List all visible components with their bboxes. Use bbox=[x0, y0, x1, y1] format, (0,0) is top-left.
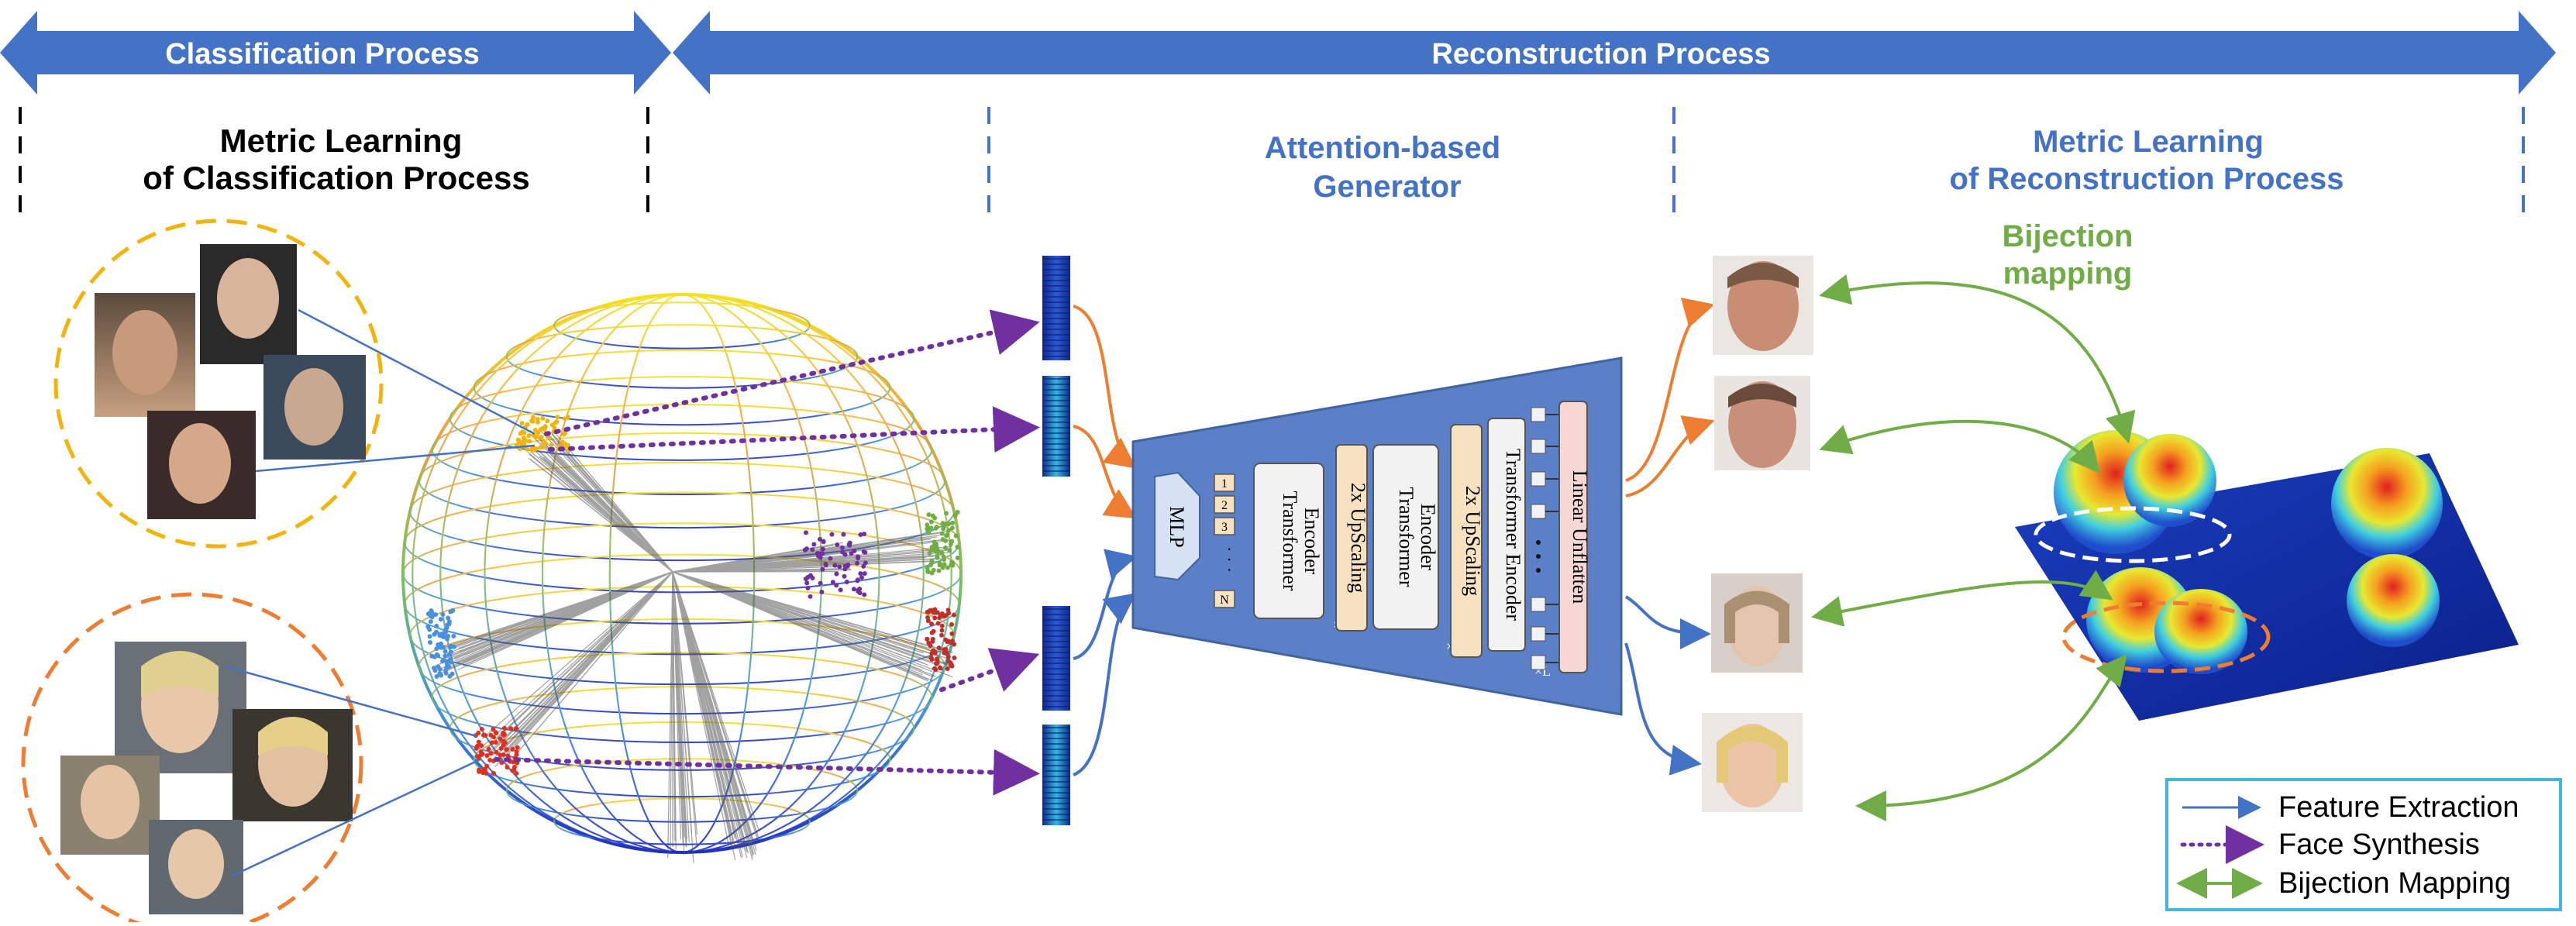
metric-reconstruction-title-line2: of Reconstruction Process bbox=[1949, 162, 2344, 196]
face-photo-icon bbox=[115, 642, 246, 773]
identity-group-bottom bbox=[23, 594, 361, 922]
generator-title: Attention-based Generator bbox=[1265, 131, 1500, 204]
face-photo-icon bbox=[1714, 376, 1810, 470]
transformer-encoder-label: Encoder bbox=[1417, 504, 1439, 571]
face-photo-icon bbox=[200, 244, 297, 364]
face-photo-icon bbox=[147, 411, 256, 519]
token-label: 1 bbox=[1221, 477, 1228, 491]
token-ellipsis: · · · bbox=[1221, 546, 1240, 573]
hypersphere-icon bbox=[403, 294, 961, 863]
face-photo-icon bbox=[263, 355, 366, 460]
legend-label: Face Synthesis bbox=[2278, 828, 2480, 861]
classification-banner-label: Classification Process bbox=[165, 38, 480, 71]
linear-unflatten-block: Linear Unflatten bbox=[1559, 401, 1591, 673]
token-label: 2 bbox=[1221, 499, 1228, 512]
classification-banner: Classification Process bbox=[0, 11, 671, 95]
attention-generator: MLP 1 2 3 · · · N Transformer Encoder ×M… bbox=[1133, 358, 1621, 714]
transformer-encoder-long-label: Transformer Encoder bbox=[1502, 449, 1524, 621]
legend: Feature Extraction Face Synthesis Biject… bbox=[2167, 780, 2561, 910]
legend-label: Bijection Mapping bbox=[2278, 867, 2511, 900]
transformer-encoder-label: Transformer bbox=[1395, 487, 1417, 587]
face-photo-icon bbox=[232, 709, 353, 821]
identity-group-top bbox=[56, 221, 381, 546]
generator-title-line1: Attention-based bbox=[1265, 131, 1500, 165]
face-photo-icon bbox=[149, 820, 243, 914]
transformer-encoder-label: Encoder bbox=[1300, 508, 1323, 575]
reconstruction-banner-label: Reconstruction Process bbox=[1431, 38, 1770, 71]
upscaling-block-2: 2x UpScaling bbox=[1451, 425, 1484, 657]
upscaling-block-1: 2x UpScaling bbox=[1336, 445, 1369, 631]
token-label: N bbox=[1220, 594, 1229, 607]
bar-to-generator-arrows bbox=[1073, 306, 1131, 775]
metric-reconstruction-title: Metric Learning of Reconstruction Proces… bbox=[1949, 125, 2344, 196]
feature-bar-icon bbox=[1042, 725, 1070, 825]
face-photo-icon bbox=[60, 756, 160, 855]
bijection-title-line1: Bijection bbox=[2003, 219, 2133, 253]
metric-reconstruction-title-line1: Metric Learning bbox=[2033, 125, 2264, 159]
density-surface-icon bbox=[2015, 430, 2519, 721]
linear-unflatten-label: Linear Unflatten bbox=[1569, 470, 1591, 604]
feature-bar-icon bbox=[1042, 376, 1070, 477]
metric-classification-title-line2: of Classification Process bbox=[143, 160, 530, 196]
face-photo-icon bbox=[1713, 256, 1813, 355]
generator-output-arrows bbox=[1626, 306, 1709, 763]
upscaling-label: 2x UpScaling bbox=[1347, 483, 1369, 593]
transformer-encoder-label: Transformer bbox=[1279, 491, 1301, 590]
metric-classification-title: Metric Learning of Classification Proces… bbox=[143, 122, 530, 196]
token-label: 3 bbox=[1221, 521, 1228, 534]
face-photo-icon bbox=[1702, 713, 1803, 812]
metric-classification-title-line1: Metric Learning bbox=[220, 122, 463, 159]
face-photo-icon bbox=[1711, 573, 1803, 673]
reconstruction-banner: Reconstruction Process bbox=[673, 11, 2556, 95]
bijection-title: Bijection mapping bbox=[2003, 219, 2133, 291]
mlp-block: MLP bbox=[1155, 473, 1200, 580]
bijection-title-line2: mapping bbox=[2003, 256, 2133, 291]
generator-title-line2: Generator bbox=[1313, 170, 1461, 204]
legend-label: Feature Extraction bbox=[2278, 791, 2519, 824]
upscaling-label: 2x UpScaling bbox=[1462, 486, 1484, 596]
mlp-label: MLP bbox=[1166, 506, 1188, 547]
face-photo-icon bbox=[95, 293, 195, 417]
